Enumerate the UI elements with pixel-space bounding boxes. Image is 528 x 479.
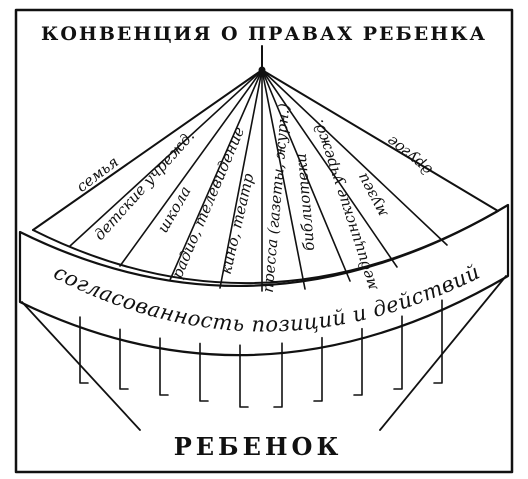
- fan-ray-line-3: [169, 69, 263, 281]
- connector-line-4: [199, 342, 209, 402]
- ray-label-museums: музеи: [353, 170, 391, 221]
- fan-ray-line-2: [119, 69, 263, 267]
- diagram-title: КОНВЕНЦИЯ О ПРАВАХ РЕБЕНКА: [41, 23, 487, 45]
- connector-line-1: [79, 316, 89, 384]
- ray-label-other: другое: [383, 132, 436, 180]
- fan-ray-line-8: [261, 69, 398, 268]
- connector-line-10: [433, 299, 443, 384]
- fan-edge-left: [32, 69, 263, 231]
- fan-ray-line-4: [219, 69, 263, 289]
- connector-line-3: [159, 337, 169, 396]
- connector-line-6: [273, 342, 283, 408]
- connector-line-5: [239, 344, 249, 408]
- bottom-label: РЕБЕНОК: [174, 432, 343, 461]
- fan-ray-line-7: [261, 69, 351, 282]
- fan-edge-right: [261, 69, 499, 212]
- connector-line-9: [393, 315, 403, 390]
- connector-line-7: [313, 336, 323, 402]
- ray-label-press: пресса (газеты, журн.): [259, 102, 293, 293]
- connectors: [21, 275, 507, 431]
- fan-ray-line-1: [69, 69, 263, 247]
- fan-ray-line-9: [261, 69, 448, 246]
- connector-edge-right: [379, 275, 507, 431]
- fan-ray-line-6: [261, 69, 306, 290]
- ray-label-libraries: библиотеки: [292, 153, 318, 252]
- connector-edge-left: [21, 301, 141, 431]
- connector-line-2: [119, 328, 129, 390]
- band-shape: [18, 203, 510, 357]
- connector-line-8: [353, 327, 363, 396]
- outer-frame: [14, 8, 514, 474]
